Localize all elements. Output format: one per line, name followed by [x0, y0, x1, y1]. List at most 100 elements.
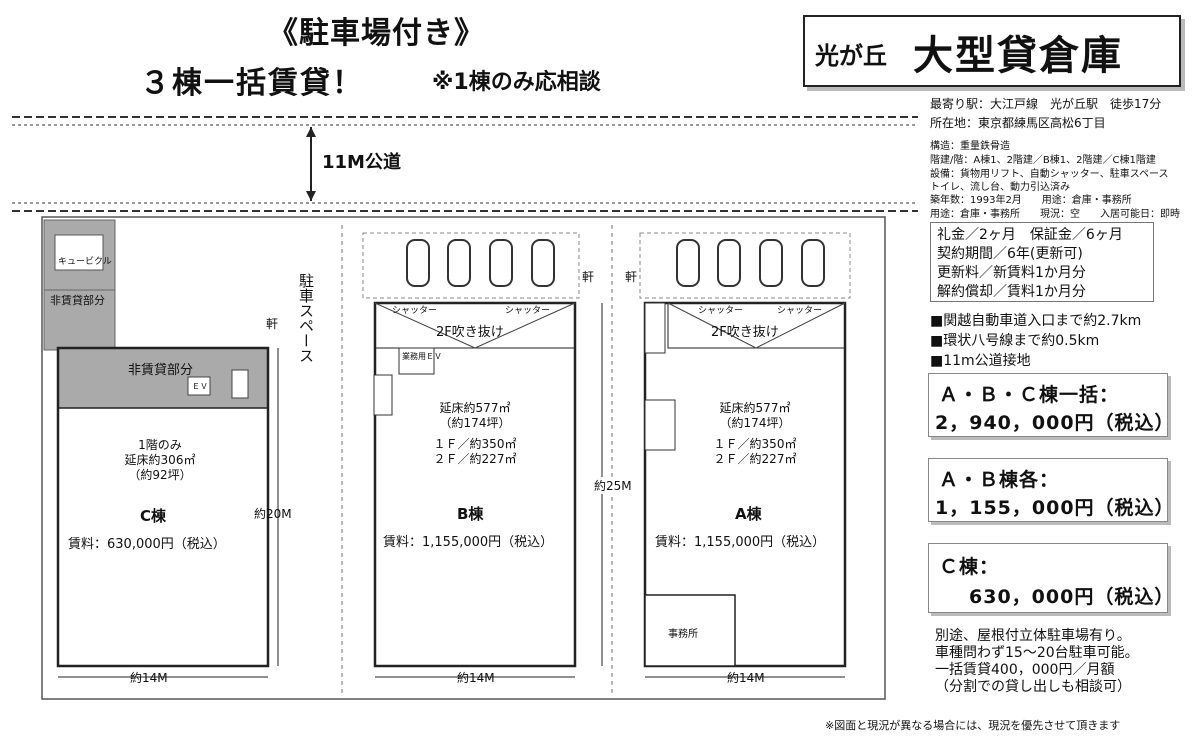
eaves-label-b: 軒: [582, 270, 595, 284]
road-label: 11M公道: [322, 152, 401, 173]
a-width-label: 約14M: [727, 671, 765, 685]
term-deposit: 礼金／2ヶ月 保証金／6ヶ月: [937, 227, 1123, 243]
car-a-1: [676, 239, 700, 287]
info-equipment-2: トイレ、流し台、動力引込済み: [930, 182, 1070, 193]
c-area-2: 延床約306㎡: [124, 453, 196, 467]
info-built: 築年数：1993年2月 用途：倉庫・事務所: [930, 195, 1132, 206]
car-a-3: [759, 239, 783, 287]
info-floors: 階建/階：A棟1、2階建／B棟1、2階建／C棟1階建: [930, 155, 1156, 166]
info-equipment-1: 設備：貨物用リフト、自動シャッター、駐車スペース: [930, 169, 1169, 180]
terms-box: 礼金／2ヶ月 保証金／6ヶ月 契約期間／6年(更新可) 更新料／新賃料1か月分 …: [930, 222, 1154, 302]
parking-note-line-3: 一括賃貸400，000円／月額: [935, 662, 1115, 678]
b-floor-1: １Ｆ／約350㎡: [433, 437, 517, 451]
a-floor-2: ２Ｆ／約227㎡: [713, 452, 797, 466]
info-use: 用途：倉庫・事務所 現況：空 入居可能日：即時: [930, 209, 1180, 220]
access-highway: ■関越自動車道入口まで約2.7km: [930, 313, 1142, 329]
site-plan-drawing: [12, 116, 918, 700]
a-floor-1: １Ｆ／約350㎡: [713, 437, 797, 451]
a-parking-area: [639, 232, 851, 299]
b-fukinuke-label: 2F吹き抜け: [436, 325, 504, 340]
c-depth-label: 約20M: [254, 507, 292, 521]
nonlease-label-c: 非賃貸部分: [128, 363, 194, 378]
a-depth-label: 約25M: [594, 477, 632, 494]
road-arrow-down: [306, 191, 316, 201]
a-cars: [676, 239, 825, 287]
c-width-label: 約14M: [130, 671, 168, 685]
cubicle-label: キュービクル: [58, 257, 112, 267]
b-parking-area: [362, 232, 580, 299]
b-building-name: B棟: [457, 505, 484, 523]
b-lift-label: 業務用ＥＶ: [402, 352, 442, 361]
c-area-3: （約92坪）: [128, 468, 192, 482]
a-area-2: （約174坪）: [719, 416, 791, 430]
headline-note: ※1棟のみ応相談: [432, 70, 601, 95]
term-cancel: 解約償却／賃料1か月分: [937, 284, 1086, 300]
road-arrow-up: [306, 127, 316, 137]
a-area-1: 延床約577㎡: [719, 401, 791, 415]
parking-note-line-4: （分割での貸し出しも相談可）: [935, 679, 1131, 695]
a-restroom: [644, 399, 676, 451]
b-lift: [398, 347, 435, 375]
price-box-abc: Ａ・Ｂ・Ｃ棟一括： 2，940，000円（税込）: [928, 373, 1174, 437]
site-plan: 11M公道 駐車スペース 軒 軒 軒 キュービクル 非賃貸部分 非賃貸部分 ＥＶ…: [0, 95, 920, 735]
a-office-label: 事務所: [668, 629, 698, 640]
parking-note-line-2: 車種問わず15～20台駐車可能。: [935, 645, 1139, 661]
b-rent: 賃料：1,155,000円（税込）: [383, 535, 554, 550]
b-width-label: 約14M: [457, 671, 495, 685]
price-abc-value: 2，940，000円（税込）: [935, 412, 1175, 434]
footer-disclaimer: ※図面と現況が異なる場合には、現況を優先させて頂きます: [825, 719, 1121, 732]
b-shutter-1: シャッター: [392, 306, 438, 316]
title-main: 大型貸倉庫: [913, 33, 1123, 79]
nonlease-label-outer: 非賃貸部分: [50, 294, 105, 307]
price-abc-label: Ａ・Ｂ・Ｃ棟一括：: [939, 384, 1120, 406]
info-address: 所在地：東京都練馬区高松6丁目: [930, 116, 1106, 130]
eaves-label-a: 軒: [625, 270, 638, 284]
b-fuki-x1: [374, 302, 476, 349]
info-station: 最寄り駅：大江戸線 光が丘駅 徒歩17分: [930, 97, 1162, 111]
b-fuki-x2: [474, 302, 576, 349]
building-c-outline: [56, 346, 270, 668]
b-area-2: （約174坪）: [439, 416, 511, 430]
a-fuki-x1: [667, 302, 757, 349]
car-b-3: [489, 239, 513, 287]
c-area-block: 1階のみ 延床約306㎡ （約92坪）: [100, 438, 220, 483]
term-period: 契約期間／6年(更新可): [937, 246, 1083, 262]
parking-space-label: 駐車スペース: [297, 273, 315, 363]
a-shutter-1: シャッター: [698, 306, 744, 316]
c-ev-box: [187, 376, 211, 396]
c-rent: 賃料：630,000円（税込）: [68, 537, 226, 552]
c-building-name: C棟: [140, 507, 167, 525]
a-office: [644, 594, 736, 667]
title-box: 光が丘 大型貸倉庫: [803, 15, 1181, 87]
site-boundary: [41, 216, 886, 700]
car-b-2: [447, 239, 471, 287]
a-area-block: 延床約577㎡ （約174坪） １Ｆ／約350㎡ ２Ｆ／約227㎡: [695, 401, 815, 467]
a-stair: [644, 302, 666, 354]
a-fuki-x2: [755, 302, 846, 349]
term-renewal: 更新料／新賃料1か月分: [937, 265, 1086, 281]
a-rent: 賃料：1,155,000円（税込）: [655, 535, 826, 550]
price-box-c: Ｃ棟： 630，000円（税込）: [928, 543, 1173, 613]
c-area-1: 1階のみ: [138, 438, 182, 452]
parking-note: 別途、屋根付立体駐車場有り。 車種問わず15～20台駐車可能。 一括賃貸400，…: [935, 628, 1139, 696]
b-floor-2: ２Ｆ／約227㎡: [433, 452, 517, 466]
b-shutter-2: シャッター: [505, 306, 551, 316]
b-area-block: 延床約577㎡ （約174坪） １Ｆ／約350㎡ ２Ｆ／約227㎡: [415, 401, 535, 467]
a-fukinuke-label: 2F吹き抜け: [711, 325, 779, 340]
headline-bulk-lease: ３棟一括賃貸！: [140, 66, 364, 101]
parking-note-line-1: 別途、屋根付立体駐車場有り。: [935, 628, 1131, 644]
cubicle-box: [54, 234, 104, 271]
car-b-4: [531, 239, 555, 287]
b-restroom: [373, 374, 393, 416]
a-building-name: A棟: [735, 505, 762, 523]
c-stair: [231, 369, 249, 399]
access-ring-road: ■環状八号線まで約0.5km: [930, 333, 1100, 349]
price-ab-label: Ａ・Ｂ棟各：: [939, 469, 1060, 491]
info-structure: 構造：重量鉄骨造: [930, 141, 1010, 152]
b-area-1: 延床約577㎡: [439, 401, 511, 415]
eaves-label-c: 軒: [266, 317, 279, 331]
access-road: ■11m公道接地: [930, 353, 1031, 369]
price-c-value: 630，000円（税込）: [969, 586, 1175, 608]
nonlease-area-outer: [43, 289, 116, 351]
title-area: 光が丘: [815, 42, 887, 70]
